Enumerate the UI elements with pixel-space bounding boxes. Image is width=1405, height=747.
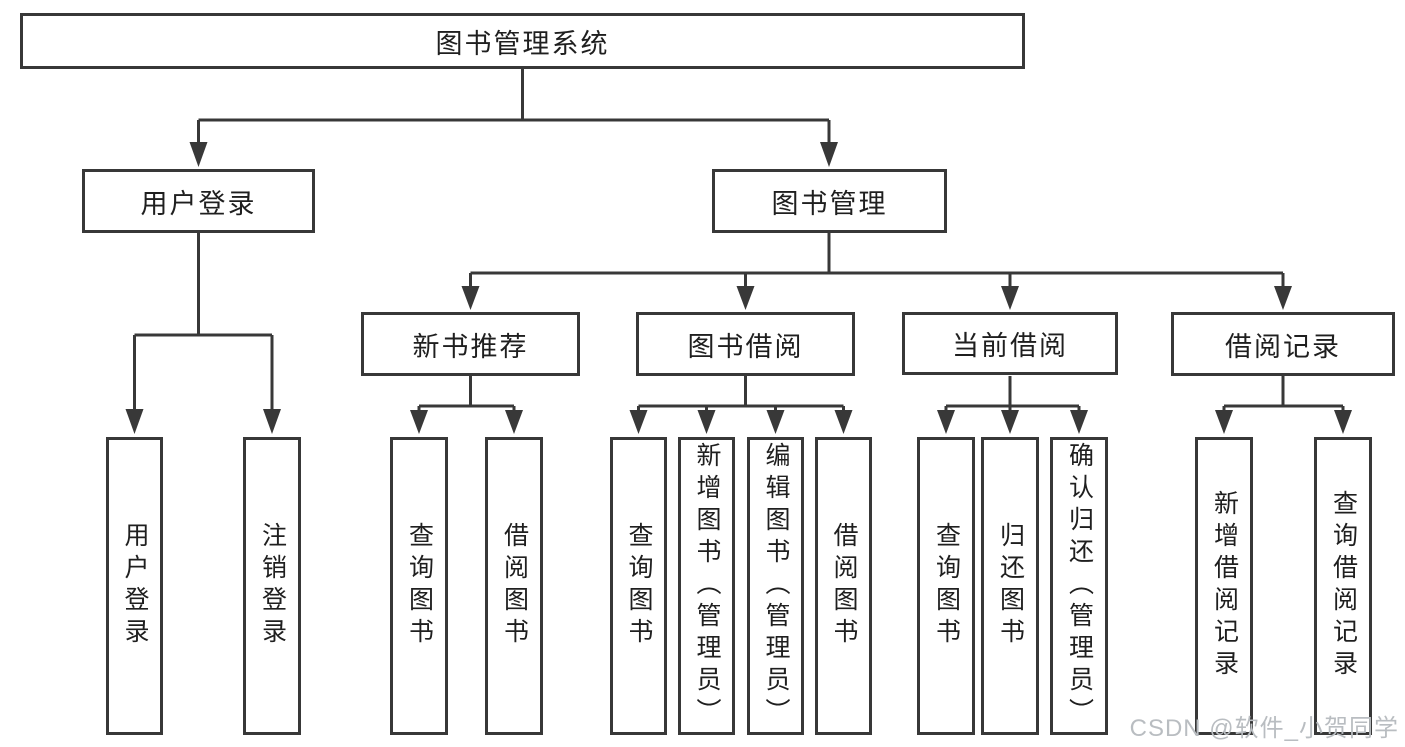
arrowheads-currentborrow-leaves bbox=[937, 410, 1088, 434]
leaf-user-login: 用户登录 bbox=[106, 437, 163, 735]
connector-bookborrow-to-leaves bbox=[637, 376, 845, 412]
leaf-current-return: 归还图书 bbox=[981, 437, 1039, 735]
leaf-current-confirm-admin-label: 确认归还（管理员） bbox=[1065, 442, 1094, 730]
arrowheads-userlogin-leaves bbox=[125, 409, 281, 434]
leaf-current-query-label: 查询图书 bbox=[932, 522, 961, 650]
node-new-book-recommend-label: 新书推荐 bbox=[412, 331, 529, 362]
node-book-borrow: 图书借阅 bbox=[636, 312, 855, 376]
node-current-borrow-label: 当前借阅 bbox=[952, 331, 1068, 361]
leaf-newbook-borrow-label: 借阅图书 bbox=[500, 522, 529, 650]
connector-userlogin-to-leaves bbox=[133, 233, 274, 410]
leaf-current-return-label: 归还图书 bbox=[996, 522, 1025, 650]
csdn-watermark: CSDN @软件_小贺同学 bbox=[1129, 715, 1399, 742]
arrowheads-bookborrow-leaves bbox=[629, 410, 853, 434]
connector-root-to-level2 bbox=[197, 69, 831, 144]
leaf-records-query: 查询借阅记录 bbox=[1314, 437, 1372, 735]
node-current-borrow: 当前借阅 bbox=[902, 312, 1118, 375]
node-new-book-recommend: 新书推荐 bbox=[361, 312, 580, 376]
node-user-login: 用户登录 bbox=[82, 169, 315, 233]
connector-bookmgmt-to-level3 bbox=[469, 233, 1285, 288]
arrowheads-records-leaves bbox=[1215, 410, 1352, 434]
leaf-borrow-add-admin: 新增图书（管理员） bbox=[678, 437, 735, 735]
arrowheads-level3 bbox=[461, 286, 1292, 310]
leaf-newbook-query-label: 查询图书 bbox=[405, 522, 434, 650]
leaf-borrow-query-label: 查询图书 bbox=[625, 522, 653, 650]
connector-currentborrow-to-leaves bbox=[944, 376, 1081, 412]
leaf-borrow-edit-admin: 编辑图书（管理员） bbox=[747, 437, 804, 735]
leaf-current-confirm-admin: 确认归还（管理员） bbox=[1050, 437, 1108, 735]
node-book-management-label: 图书管理 bbox=[771, 188, 888, 219]
leaf-newbook-query: 查询图书 bbox=[390, 437, 448, 735]
node-user-login-label: 用户登录 bbox=[140, 188, 257, 219]
node-book-borrow-label: 图书借阅 bbox=[687, 331, 804, 362]
leaf-logout: 注销登录 bbox=[243, 437, 301, 735]
leaf-newbook-borrow: 借阅图书 bbox=[485, 437, 543, 735]
node-borrow-records: 借阅记录 bbox=[1171, 312, 1395, 376]
arrowheads-newbook-leaves bbox=[410, 410, 523, 434]
leaf-borrow-query: 查询图书 bbox=[610, 437, 667, 735]
node-root: 图书管理系统 bbox=[20, 13, 1025, 69]
node-borrow-records-label: 借阅记录 bbox=[1225, 331, 1341, 362]
node-book-management: 图书管理 bbox=[712, 169, 947, 233]
leaf-borrow-book-label: 借阅图书 bbox=[830, 522, 858, 650]
leaf-records-query-label: 查询借阅记录 bbox=[1329, 490, 1358, 682]
leaf-borrow-add-admin-label: 新增图书（管理员） bbox=[693, 442, 721, 730]
leaf-borrow-edit-admin-label: 编辑图书（管理员） bbox=[762, 442, 790, 730]
leaf-borrow-book: 借阅图书 bbox=[815, 437, 872, 735]
leaf-user-login-label: 用户登录 bbox=[121, 522, 149, 650]
leaf-records-add: 新增借阅记录 bbox=[1195, 437, 1253, 735]
connector-records-to-leaves bbox=[1222, 376, 1345, 412]
leaf-logout-label: 注销登录 bbox=[258, 522, 287, 650]
leaf-current-query: 查询图书 bbox=[917, 437, 975, 735]
leaf-records-add-label: 新增借阅记录 bbox=[1210, 490, 1239, 682]
arrowheads-level2 bbox=[189, 142, 838, 167]
node-root-label: 图书管理系统 bbox=[435, 28, 610, 59]
connector-newbook-to-leaves bbox=[417, 376, 516, 412]
